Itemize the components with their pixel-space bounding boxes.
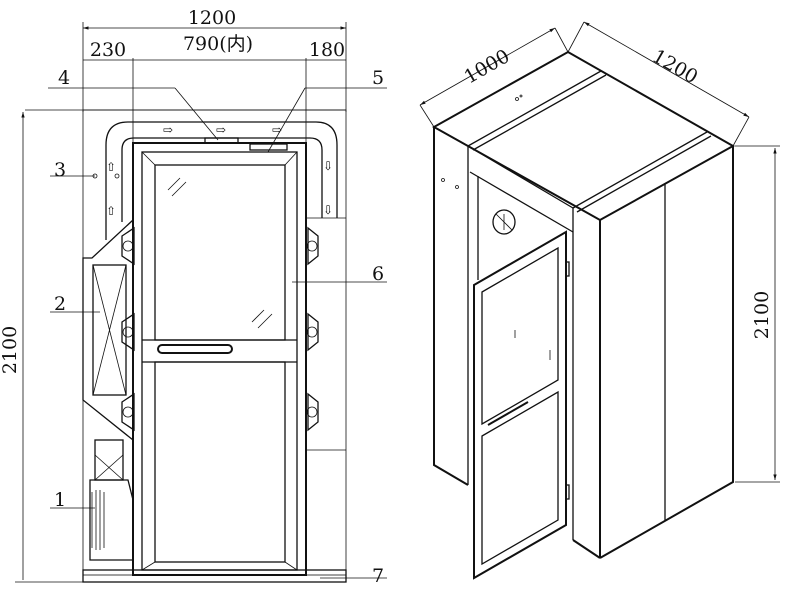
blower-fan	[89, 479, 134, 561]
callout-7: 7	[372, 565, 384, 587]
dim-height: 2100	[0, 326, 21, 374]
air-duct	[105, 121, 338, 240]
iso-dim-width: 1200	[649, 45, 702, 88]
isometric-view: 1000 1200 2100	[419, 21, 780, 580]
callout-2: 2	[54, 293, 66, 315]
airflow-arrows: ⇨ ⇨ ⇨ ⇧ ⇧ ⇩ ⇩	[106, 123, 333, 218]
iso-open-door	[473, 230, 567, 580]
door-frame	[132, 142, 307, 576]
door-glass	[154, 164, 286, 341]
svg-text:⇨: ⇨	[216, 123, 226, 137]
svg-text:⇧: ⇧	[106, 204, 116, 218]
iso-dim-height: 2100	[751, 291, 773, 339]
callout-6: 6	[372, 263, 384, 285]
svg-text:⇨: ⇨	[163, 123, 173, 137]
dim-inner-width: 790(内)	[183, 33, 253, 55]
dim-overall-width: 1200	[188, 7, 236, 29]
callout-3: 3	[54, 159, 66, 181]
nozzles	[121, 226, 319, 432]
svg-text:⇩: ⇩	[323, 159, 333, 173]
svg-text:⇩: ⇩	[323, 203, 333, 217]
base-plate	[82, 569, 347, 583]
iso-dim-depth: 1000	[461, 45, 514, 88]
hepa-filter	[92, 264, 127, 396]
dim-left-section: 230	[90, 39, 126, 61]
door-closer	[249, 143, 288, 151]
iso-nozzle	[492, 209, 516, 235]
door-handle[interactable]	[157, 344, 233, 354]
dim-right-section: 180	[309, 39, 345, 61]
svg-text:⇧: ⇧	[106, 160, 116, 174]
svg-text:⇨: ⇨	[272, 123, 282, 137]
callouts: 4 5 3 2 6 1 7	[48, 67, 387, 587]
callout-4: 4	[58, 67, 70, 89]
front-view: 1200 230 790(内) 180 2100 ⇨ ⇨ ⇨ ⇧ ⇧ ⇩ ⇩	[0, 7, 387, 587]
front-dimensions: 1200 230 790(内) 180 2100	[0, 7, 347, 583]
callout-5: 5	[372, 67, 384, 89]
callout-1: 1	[54, 489, 66, 511]
